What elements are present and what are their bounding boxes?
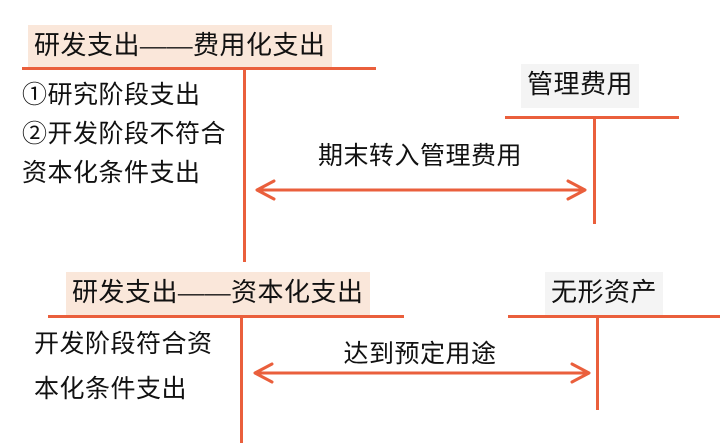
rd-capitalized-debit-line-1: 开发阶段符合资 xyxy=(34,331,213,358)
arrow-label-transfer-to-admin-expense: 期末转入管理费用 xyxy=(317,143,522,170)
account-title-rd-expense: 研发支出——费用化支出 xyxy=(28,25,332,69)
rd-expense-debit-line-2: ②开发阶段不符合 xyxy=(22,121,227,148)
account-title-admin-expense: 管理费用 xyxy=(521,64,640,108)
t-account-bottom-right-vertical-rule xyxy=(596,317,599,410)
t-account-top-right-horizontal-rule xyxy=(505,116,679,119)
rd-capitalized-debit-line-2: 本化条件支出 xyxy=(34,376,188,403)
t-account-bottom-left-vertical-rule xyxy=(240,317,243,443)
arrow-label-reach-intended-use: 达到预定用途 xyxy=(343,341,497,368)
rd-expense-debit-line-3: 资本化条件支出 xyxy=(22,160,201,187)
rd-expense-debit-line-1: ①研究阶段支出 xyxy=(22,82,201,109)
double-arrow-top xyxy=(248,178,594,202)
t-account-bottom-right-horizontal-rule xyxy=(508,315,720,318)
t-account-bottom-left-horizontal-rule xyxy=(48,315,404,318)
double-arrow-top-glyph xyxy=(255,179,587,201)
t-account-top-left-horizontal-rule xyxy=(22,67,376,70)
t-account-top-right-vertical-rule xyxy=(593,118,596,224)
double-arrow-bottom xyxy=(246,361,598,385)
account-title-rd-capitalized: 研发支出——资本化支出 xyxy=(66,272,370,316)
t-account-top-left-vertical-rule xyxy=(243,69,246,262)
account-title-intangible-asset: 无形资产 xyxy=(545,272,664,316)
double-arrow-bottom-glyph xyxy=(253,362,591,384)
